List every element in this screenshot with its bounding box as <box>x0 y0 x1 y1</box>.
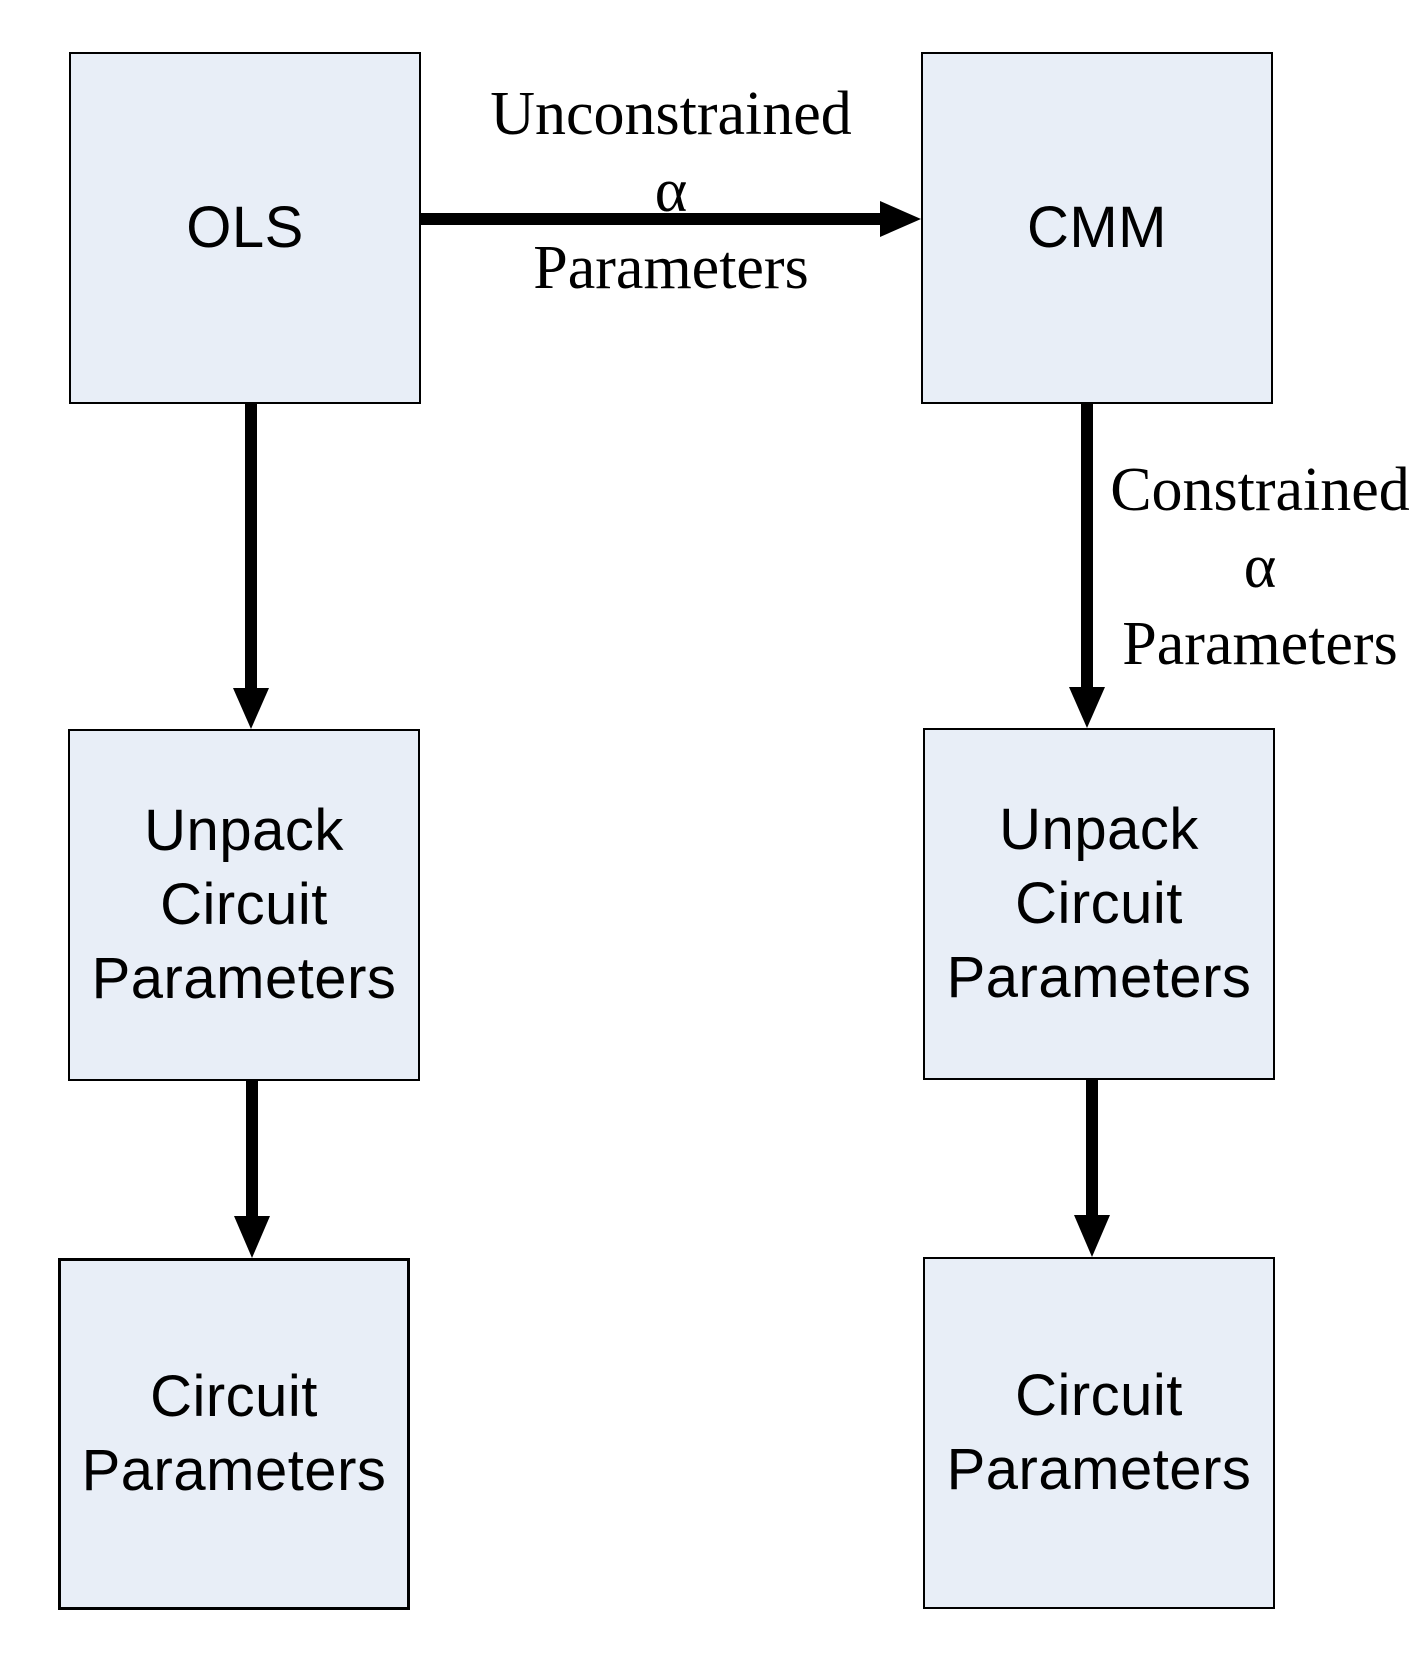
node-label-line: Circuit <box>1015 871 1183 936</box>
node-label-line: Circuit <box>1015 1363 1183 1428</box>
edge-label-line: Unconstrained <box>490 80 852 148</box>
arrow-ols-to-unpack-left <box>233 404 269 729</box>
node-ols: OLS <box>69 52 421 404</box>
node-unpack-circuit-parameters-right: Unpack Circuit Parameters <box>923 728 1275 1080</box>
edge-label-line: Constrained <box>1110 456 1410 524</box>
node-label-line: Parameters <box>81 1438 387 1503</box>
edge-label-line-alpha: α <box>1243 533 1277 601</box>
arrow-unpack-left-to-circuit-left <box>234 1081 270 1258</box>
edge-label-line: Parameters <box>533 234 809 302</box>
node-circuit-parameters-left: Circuit Parameters <box>58 1258 410 1610</box>
node-label-line: Unpack <box>144 798 344 863</box>
node-label-line: Unpack <box>999 797 1199 862</box>
edge-label-line: Parameters <box>1122 610 1398 678</box>
edge-label-unconstrained-alpha-parameters: Unconstrained α Parameters <box>441 76 901 307</box>
node-label-line: Circuit <box>150 1364 318 1429</box>
node-cmm-label: CMM <box>1026 195 1167 260</box>
edge-label-constrained-alpha-parameters: Constrained α Parameters <box>1030 452 1427 683</box>
node-label-line: Parameters <box>946 1437 1252 1502</box>
node-label-line: Parameters <box>946 945 1252 1010</box>
node-label-line: Circuit <box>160 872 328 937</box>
edge-label-line-alpha: α <box>654 157 688 225</box>
node-unpack-circuit-parameters-left: Unpack Circuit Parameters <box>68 729 420 1081</box>
arrow-unpack-right-to-circuit-right <box>1074 1080 1110 1257</box>
node-ols-label: OLS <box>186 195 304 260</box>
node-label-line: Parameters <box>91 946 397 1011</box>
node-cmm: CMM <box>921 52 1273 404</box>
node-circuit-parameters-right: Circuit Parameters <box>923 1257 1275 1609</box>
